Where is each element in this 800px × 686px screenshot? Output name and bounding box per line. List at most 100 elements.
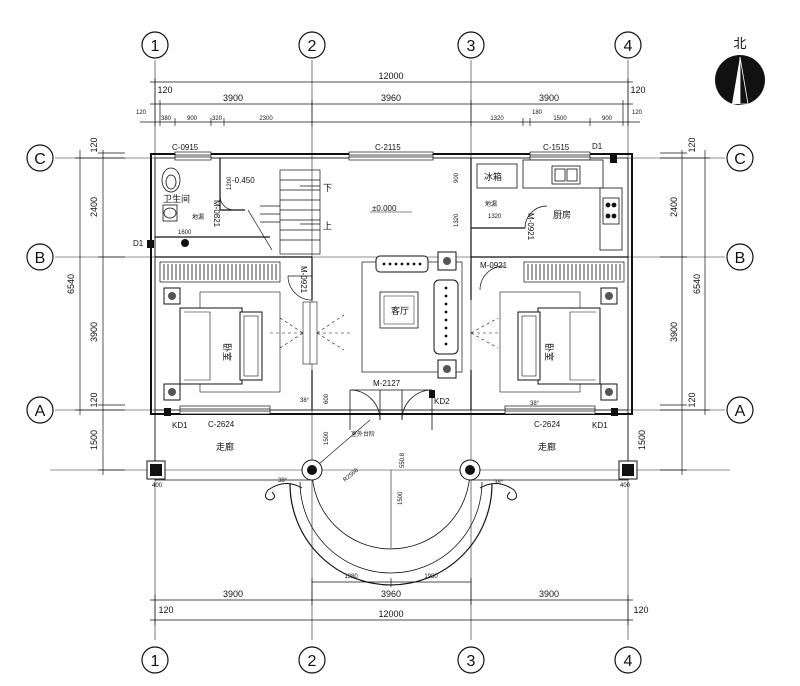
dim-top-total: 12000	[378, 71, 403, 81]
axis-bubble-1-bottom: 1	[141, 646, 169, 674]
axis-label: A	[735, 403, 746, 420]
dim-bath: 1200	[227, 176, 233, 190]
dim-detail: 900	[187, 116, 198, 122]
staircase	[247, 169, 321, 255]
level-main: ±0.000	[372, 204, 397, 213]
axis-bubble-b-left: B	[26, 243, 54, 271]
dim-bottom-end-left: 120	[158, 605, 173, 615]
dim-detail: 900	[602, 116, 613, 122]
corner-column-right	[618, 460, 638, 480]
axis-label: 2	[308, 38, 317, 55]
column-label: KD2	[434, 397, 450, 406]
axis-bubble-3-top: 3	[457, 31, 485, 59]
axis-label: 4	[624, 653, 633, 670]
dim-right-row: 3900	[669, 322, 679, 342]
dim-left-row: 1500	[89, 430, 99, 450]
dim-bottom-span-1: 3900	[223, 589, 243, 599]
stair-down-label: 下	[323, 183, 332, 193]
dim-left-row: 120	[89, 392, 99, 407]
axis-bubble-b-right: B	[726, 243, 754, 271]
column-label: KD1	[592, 421, 608, 430]
dim-kitchen: 900	[454, 172, 460, 183]
dim-porch: 1500	[398, 491, 404, 505]
room-label-bedroom-right: 卧室	[544, 343, 555, 361]
window-label: C-0915	[172, 143, 199, 152]
axis-label: 1	[151, 38, 160, 55]
axis-label: 3	[467, 653, 476, 670]
room-label-living: 客厅	[391, 305, 409, 316]
door-label: M-2127	[373, 379, 401, 388]
dim-left-total: 6540	[66, 274, 76, 294]
dim-detail: 2300	[259, 116, 273, 122]
bedroom-left: 卧室	[159, 261, 281, 401]
dim-detail: 380	[161, 116, 172, 122]
dim-detail: 1320	[490, 116, 504, 122]
dim-left-row: 2400	[89, 197, 99, 217]
radius-label: R2568	[342, 467, 360, 483]
dim-detail: 120	[136, 110, 147, 116]
level-bath: -0.450	[232, 176, 255, 185]
dim-top-span-1: 3900	[223, 93, 243, 103]
dim-right-row: 120	[687, 137, 697, 152]
dim-kitchen: 1320	[488, 214, 502, 220]
axis-label: A	[35, 403, 46, 420]
dim-right-row: 120	[687, 392, 697, 407]
window-label: C-2115	[375, 143, 401, 152]
corridor-label-right: 走廊	[538, 441, 556, 452]
dim-bottom-end-right: 120	[633, 605, 648, 615]
window-label: C-2624	[534, 420, 561, 429]
fridge-label: 冰箱	[484, 171, 502, 182]
column-label: D1	[133, 239, 144, 248]
angle-label: 38°	[494, 480, 504, 486]
axis-bubble-a-left: A	[26, 396, 54, 424]
north-arrow: 北	[715, 36, 765, 105]
axis-label: 3	[467, 38, 476, 55]
room-label-bedroom-left: 卧室	[222, 343, 233, 361]
dim-column: 400	[620, 483, 631, 489]
column-label: D1	[592, 142, 603, 151]
axis-bubble-2-bottom: 2	[298, 646, 326, 674]
main-entrance	[349, 389, 433, 430]
axis-label: 2	[308, 653, 317, 670]
axis-label: C	[734, 151, 746, 168]
stair-up-label: 上	[323, 221, 332, 231]
dim-detail: 320	[212, 116, 223, 122]
dim-top-end-right: 120	[630, 85, 645, 95]
dim-right-row: 2400	[669, 197, 679, 217]
dim-kitchen: 1320	[454, 213, 460, 227]
bedroom-right: 卧室	[499, 261, 625, 401]
door-label: M-0921	[480, 261, 508, 270]
axis-bubble-a-right: A	[726, 396, 754, 424]
floor-drain-label: 地漏	[192, 213, 204, 221]
column-label: KD1	[172, 421, 188, 430]
dim-detail: 1500	[553, 116, 567, 122]
corner-column-left	[146, 460, 166, 480]
dim-detail: 180	[532, 110, 543, 116]
dim-left-row: 120	[89, 137, 99, 152]
axis-label: C	[34, 151, 46, 168]
dim-entrance: 600	[324, 393, 330, 404]
door-label: M-0821	[212, 200, 221, 228]
column-d1	[610, 155, 617, 163]
dim-top-end-left: 120	[157, 85, 172, 95]
angle-label: 38°	[278, 478, 288, 484]
living-room: 客厅	[361, 251, 463, 379]
angle-label: 38°	[530, 401, 540, 407]
dim-top-span-3: 3900	[539, 93, 559, 103]
dim-column: 400	[152, 483, 163, 489]
axis-label: 4	[624, 38, 633, 55]
angle-label: 38°	[300, 398, 310, 404]
dim-porch: 550.8	[400, 452, 406, 468]
kitchen	[470, 158, 525, 257]
axis-label: B	[35, 250, 46, 267]
column-d1	[147, 240, 154, 248]
window-label: C-2624	[208, 420, 235, 429]
axis-bubble-c-left: C	[26, 144, 54, 172]
porch-label: 室外台阶	[351, 430, 375, 438]
corridor-label-left: 走廊	[216, 441, 234, 452]
door-label: M-0921	[299, 266, 308, 294]
dim-detail: 120	[632, 110, 643, 116]
north-label: 北	[733, 36, 746, 51]
dim-bottom-span-2: 3960	[381, 589, 401, 599]
